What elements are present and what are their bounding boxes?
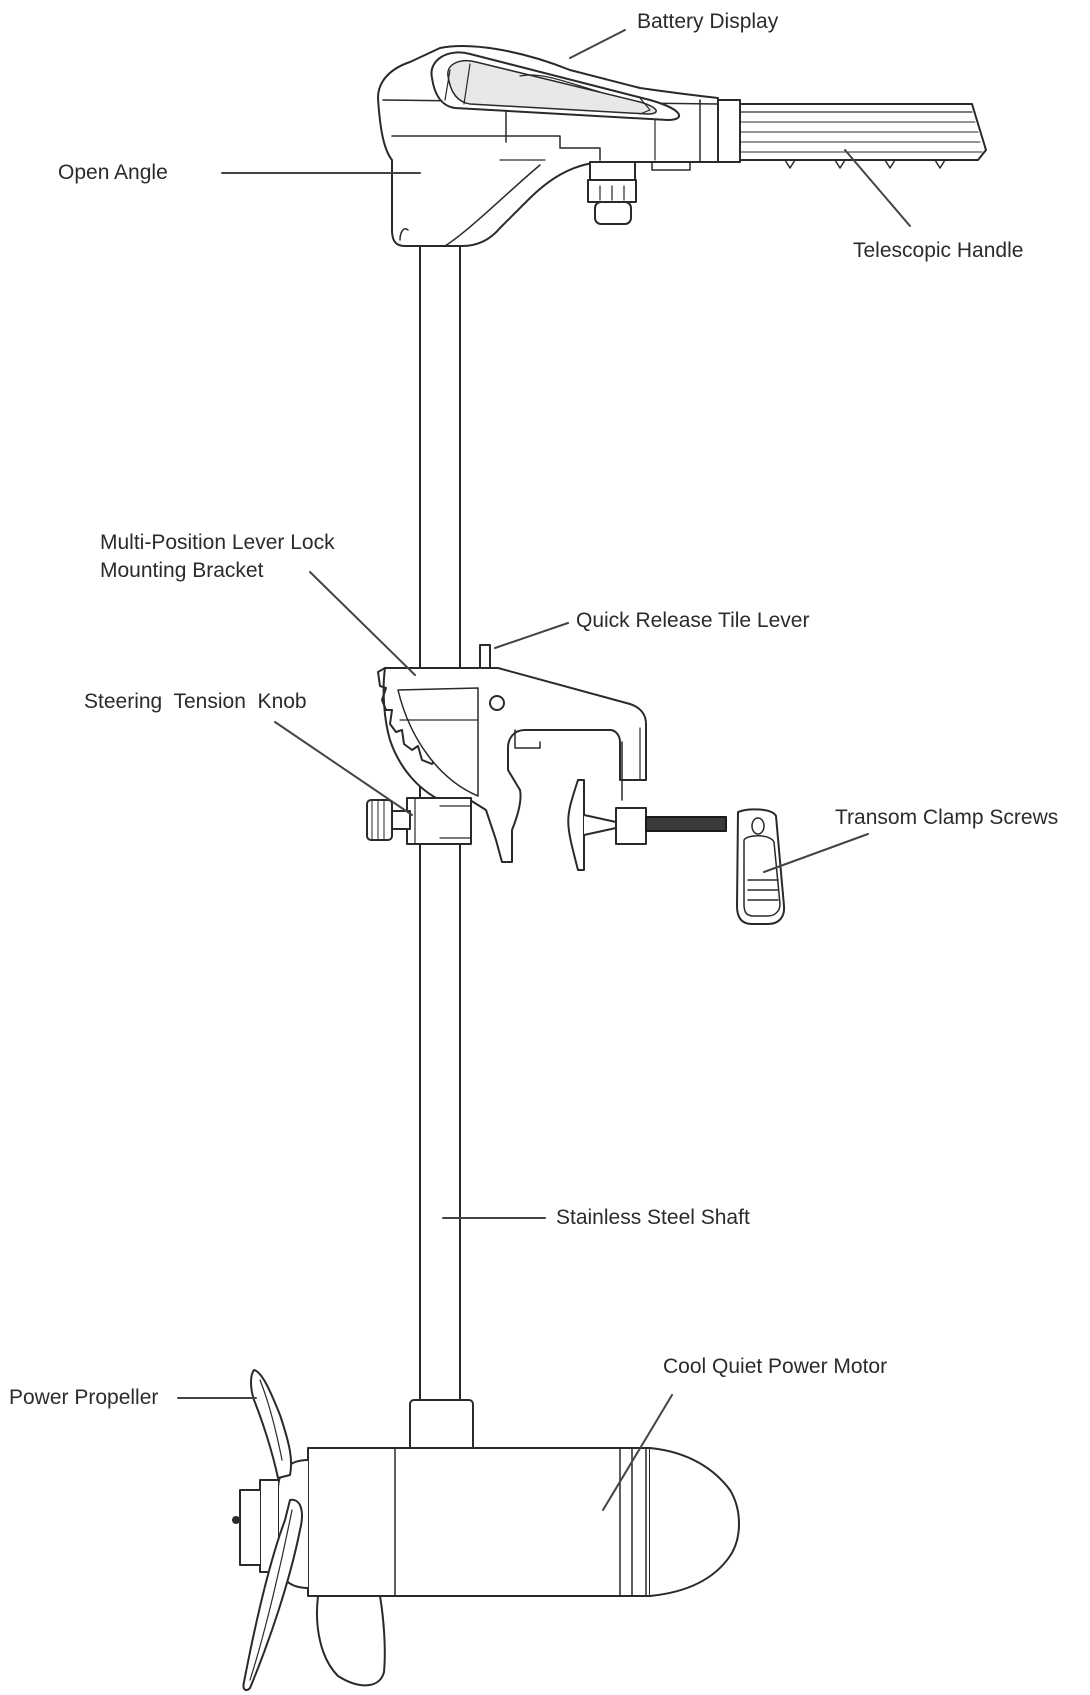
label-multi-position-line2: Mounting Bracket	[100, 559, 264, 582]
mounting-bracket	[377, 644, 647, 863]
telescopic-handle	[717, 99, 987, 169]
label-stainless-steel-shaft: Stainless Steel Shaft	[556, 1206, 750, 1229]
transom-clamp-screw	[567, 779, 786, 925]
label-steering-tension-knob: Steering Tension Knob	[84, 690, 307, 713]
label-multi-position-line1: Multi-Position Lever Lock	[100, 531, 335, 554]
leader-lines	[177, 29, 911, 1511]
head-knob	[587, 161, 691, 225]
label-cool-quiet-power-motor: Cool Quiet Power Motor	[663, 1355, 888, 1378]
label-open-angle: Open Angle	[58, 161, 168, 184]
cool-quiet-power-motor	[232, 1447, 740, 1687]
motor-collar	[409, 1399, 474, 1453]
label-quick-release-lever: Quick Release Tile Lever	[576, 609, 810, 632]
label-telescopic-handle: Telescopic Handle	[853, 239, 1024, 262]
label-transom-clamp-screws: Transom Clamp Screws	[835, 806, 1059, 829]
battery-display-window	[430, 51, 681, 121]
label-battery-display: Battery Display	[637, 10, 779, 33]
power-propeller	[242, 1369, 303, 1691]
steering-tension-knob	[366, 797, 472, 845]
label-power-propeller: Power Propeller	[9, 1386, 159, 1409]
